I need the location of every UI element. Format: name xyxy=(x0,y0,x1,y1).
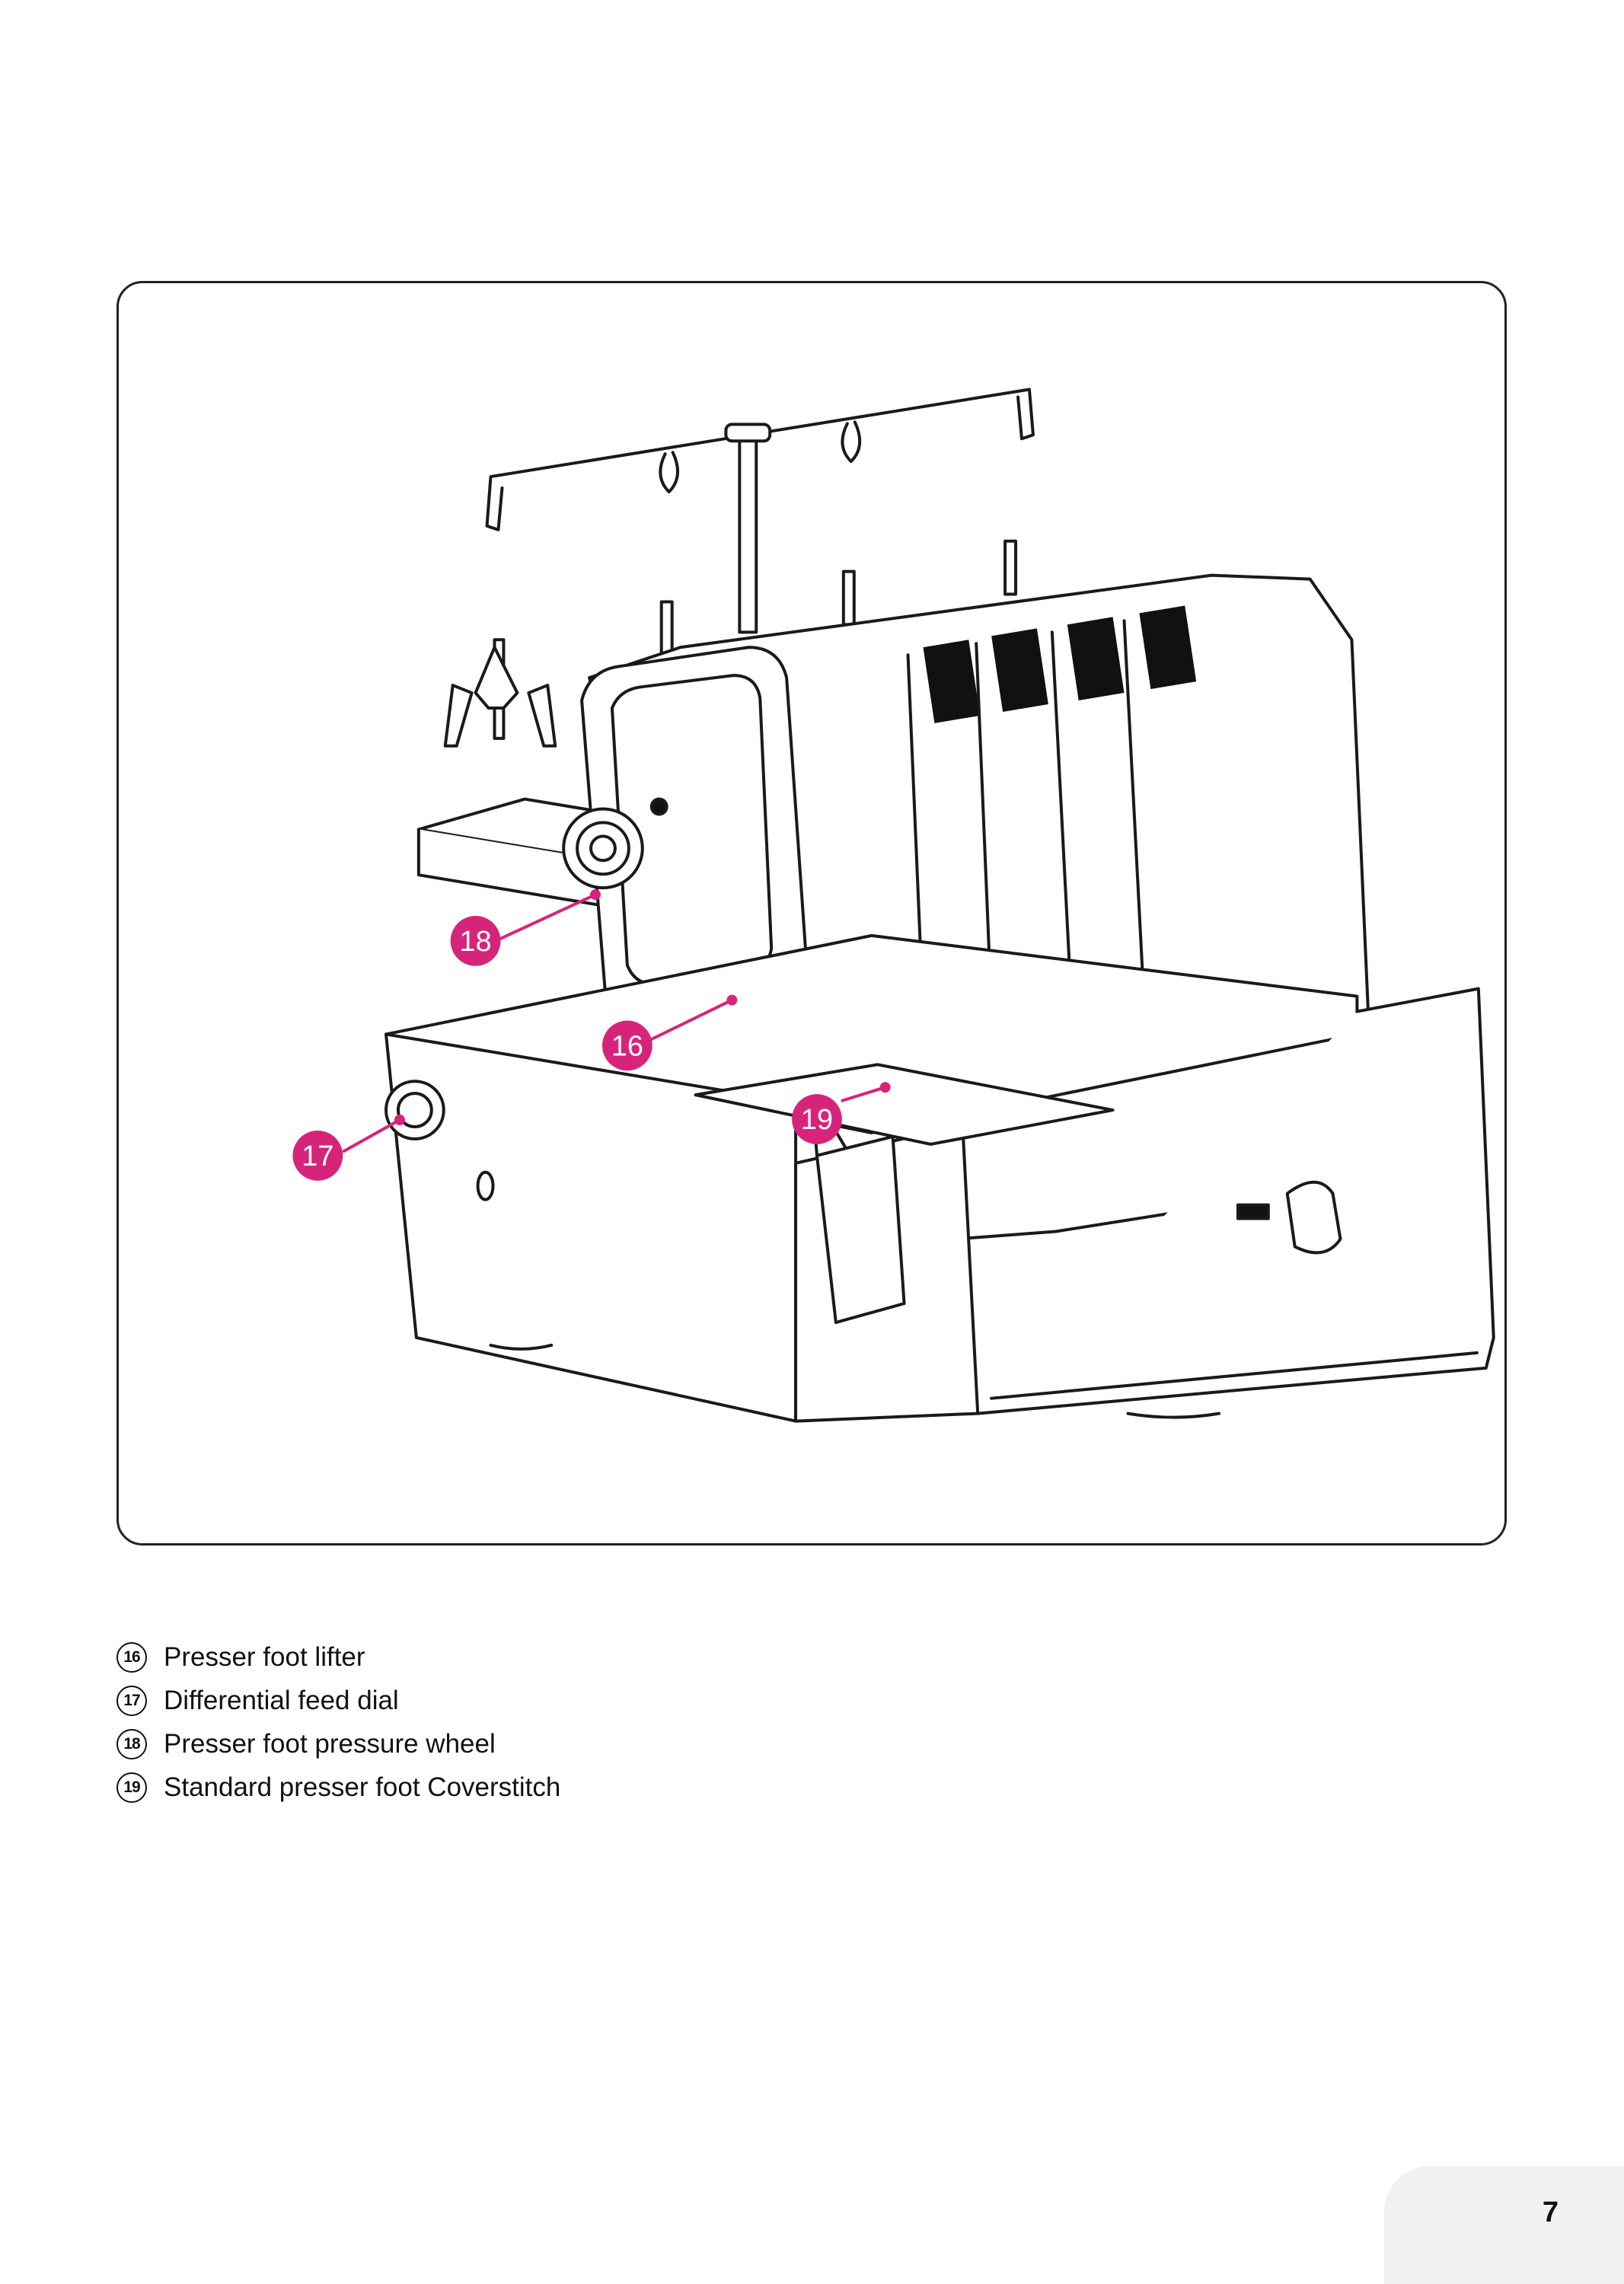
legend-number: 17 xyxy=(116,1685,147,1716)
svg-text:17: 17 xyxy=(302,1140,333,1172)
svg-text:19: 19 xyxy=(801,1104,833,1136)
legend-item: 17 Differential feed dial xyxy=(116,1679,1030,1722)
legend-number: 16 xyxy=(116,1641,147,1673)
callout-18: 18 xyxy=(450,915,501,966)
legend-number: 18 xyxy=(116,1728,147,1759)
legend-number: 19 xyxy=(116,1772,147,1803)
callout-16: 16 xyxy=(601,1020,652,1071)
callout-17: 17 xyxy=(292,1130,343,1181)
legend-label: Standard presser foot Coverstitch xyxy=(164,1772,561,1802)
page-number: 7 xyxy=(1542,2196,1559,2228)
legend-item: 19 Standard presser foot Coverstitch xyxy=(116,1766,1030,1809)
callout-19: 19 xyxy=(792,1094,842,1144)
parts-legend: 16 Presser foot lifter 17 Differential f… xyxy=(116,1635,1030,1809)
figure-frame: 18 16 17 19 xyxy=(116,281,1507,1546)
page-number-tab: 7 xyxy=(1384,2166,1624,2284)
legend-item: 16 Presser foot lifter xyxy=(116,1635,1030,1679)
legend-item: 18 Presser foot pressure wheel xyxy=(116,1722,1030,1766)
machine-line-art xyxy=(384,388,1495,1423)
legend-label: Differential feed dial xyxy=(164,1685,399,1715)
svg-text:16: 16 xyxy=(611,1030,643,1062)
svg-text:18: 18 xyxy=(460,926,492,958)
legend-label: Presser foot pressure wheel xyxy=(164,1728,496,1759)
callout-lines xyxy=(342,893,886,1153)
sewing-machine-illustration: 18 16 17 19 xyxy=(292,388,1495,1423)
legend-label: Presser foot lifter xyxy=(164,1641,365,1672)
